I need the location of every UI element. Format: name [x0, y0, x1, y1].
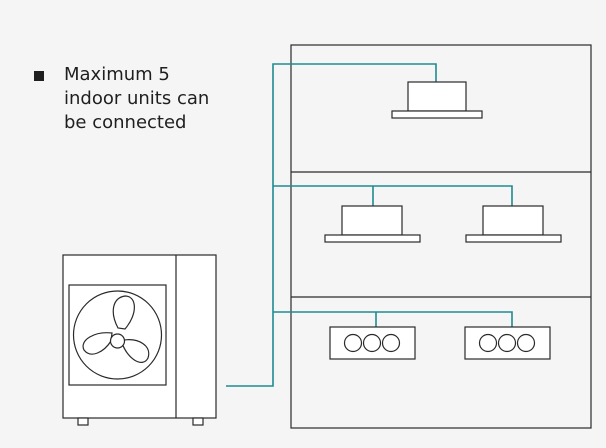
- fan-circle-icon: [343, 333, 363, 353]
- refrigerant-pipes: [226, 63, 513, 387]
- unit-foot: [192, 417, 204, 426]
- fan-circle-icon: [478, 333, 498, 353]
- building: [290, 44, 592, 429]
- max-units-note: Maximum 5 indoor units can be connected: [64, 64, 210, 133]
- pipe-main: [226, 63, 437, 387]
- ducted-indoor-unit: [465, 205, 562, 243]
- outdoor-unit: [62, 254, 217, 426]
- bullet-marker: [34, 71, 44, 81]
- fan-circle-icon: [381, 333, 401, 353]
- pipe-floor-3: [273, 311, 513, 327]
- fan-hub-icon: [109, 333, 126, 349]
- ducted-indoor-unit: [391, 81, 483, 119]
- three-fan-indoor-unit: [464, 326, 551, 360]
- fan-blades-icon: [82, 295, 150, 363]
- ducted-indoor-unit: [324, 205, 421, 243]
- three-fan-indoor-unit: [329, 326, 416, 360]
- fan-circle-icon: [497, 333, 517, 353]
- fan-circle-icon: [516, 333, 536, 353]
- unit-foot: [77, 417, 89, 426]
- fan-guard-icon: [72, 290, 163, 380]
- fan-circle-icon: [362, 333, 382, 353]
- building-outline: [290, 44, 592, 429]
- pipe-floor-2: [273, 185, 513, 206]
